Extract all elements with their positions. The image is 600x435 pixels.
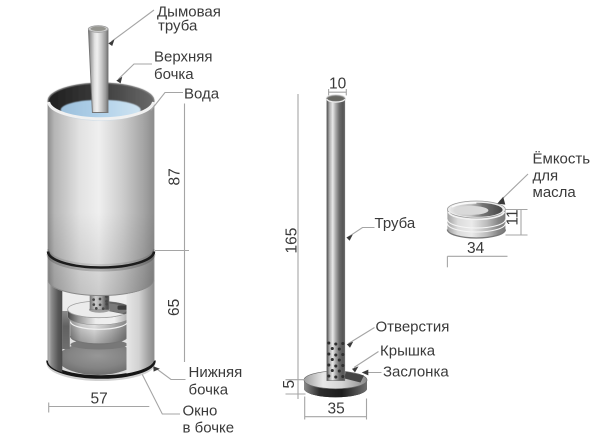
svg-text:65: 65	[166, 299, 183, 316]
svg-text:165: 165	[284, 228, 301, 254]
svg-text:масла: масла	[533, 184, 577, 201]
svg-text:10: 10	[329, 76, 347, 93]
svg-text:57: 57	[91, 391, 108, 408]
svg-text:бочка: бочка	[189, 382, 229, 399]
svg-text:бочка: бочка	[154, 66, 194, 83]
svg-text:87: 87	[167, 168, 184, 185]
svg-text:Крышка: Крышка	[380, 343, 436, 360]
svg-text:Труба: Труба	[375, 215, 416, 232]
svg-text:5: 5	[281, 380, 298, 389]
svg-text:Ёмкость: Ёмкость	[533, 151, 591, 168]
svg-text:Нижняя: Нижняя	[189, 364, 243, 381]
svg-text:Вода: Вода	[184, 86, 220, 103]
svg-text:Верхняя: Верхняя	[154, 49, 213, 66]
svg-text:Дымовая: Дымовая	[157, 4, 221, 21]
svg-text:11: 11	[505, 209, 522, 225]
svg-text:34: 34	[467, 240, 485, 257]
svg-text:Окно: Окно	[183, 403, 218, 420]
svg-text:35: 35	[328, 401, 345, 418]
svg-text:Отверстия: Отверстия	[376, 319, 450, 336]
svg-text:для: для	[533, 168, 559, 185]
svg-text:в бочке: в бочке	[183, 420, 235, 435]
svg-text:Заслонка: Заслонка	[383, 364, 449, 381]
svg-text:труба: труба	[158, 18, 198, 35]
